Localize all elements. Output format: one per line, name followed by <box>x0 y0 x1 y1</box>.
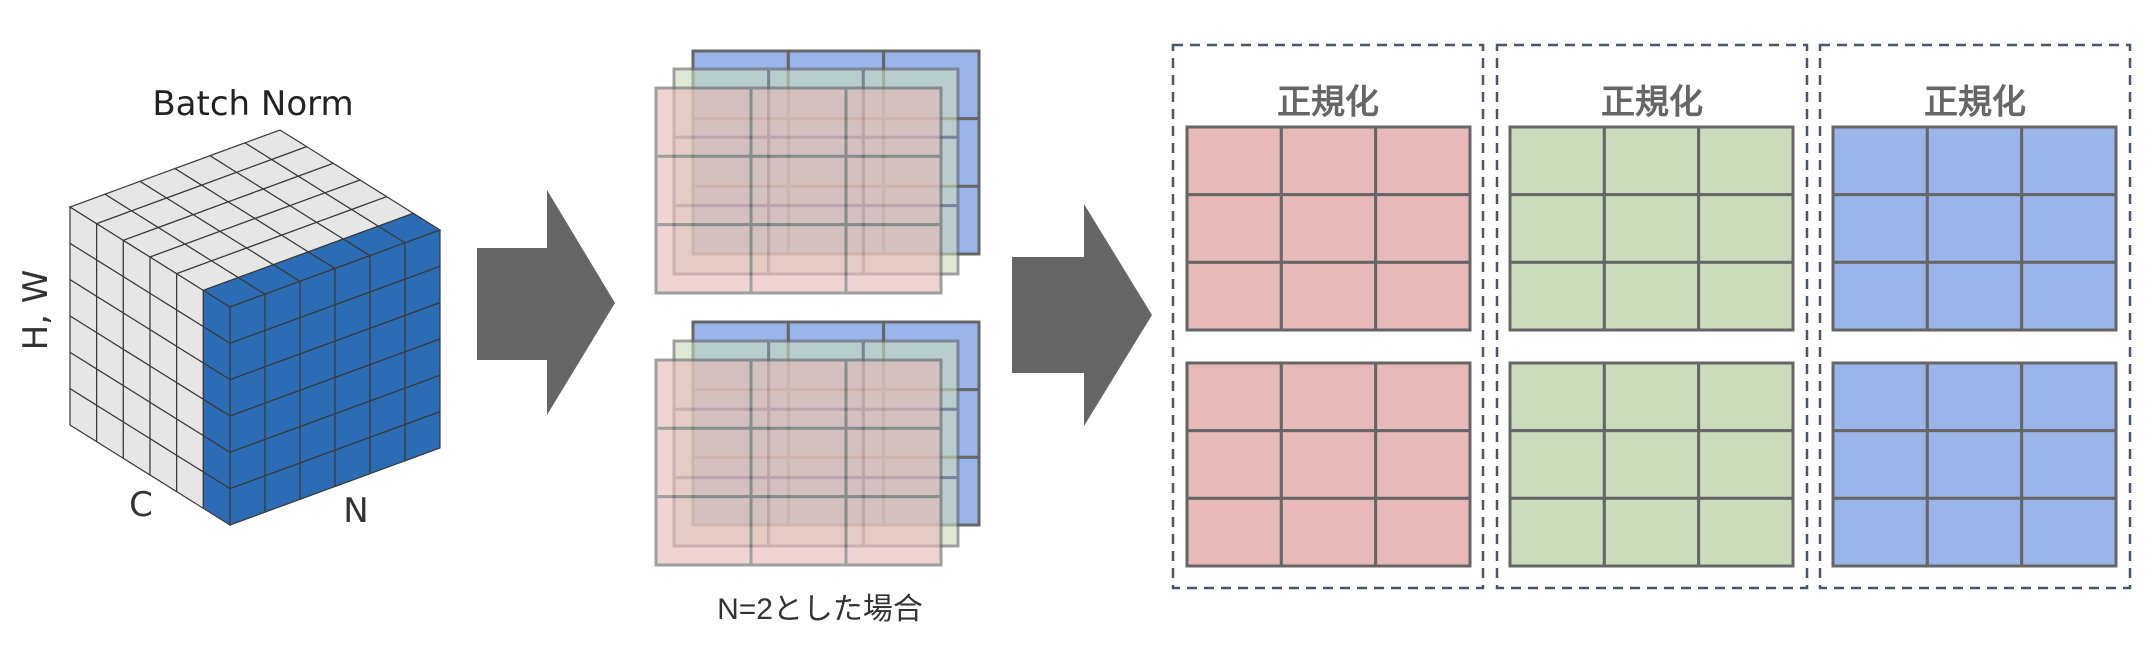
grid-cell <box>844 358 943 430</box>
grid-cell <box>654 495 753 567</box>
grid-cell <box>1374 496 1472 568</box>
grid-cell <box>1508 260 1606 332</box>
grid-cell <box>1602 193 1701 264</box>
grid-cell <box>1831 429 1929 500</box>
grid-cell <box>749 154 848 227</box>
axis-label-c: C <box>129 485 153 525</box>
grid-cell <box>1374 260 1472 332</box>
grid-cell <box>1602 496 1701 568</box>
group-label-red: 正規化 <box>1277 82 1379 123</box>
group-label-blue: 正規化 <box>1924 82 2026 123</box>
grid-cell <box>1185 193 1283 264</box>
grid-cell <box>844 223 943 295</box>
grid-cell <box>1508 496 1606 568</box>
grid-cell <box>2020 125 2118 197</box>
grid-cell <box>1279 125 1378 197</box>
grid-cell <box>654 426 753 499</box>
grid-cell <box>1279 193 1378 264</box>
grid-cell <box>1697 429 1795 500</box>
grid-cell <box>654 154 753 227</box>
feature-map-red-1 <box>654 358 943 567</box>
grid-cell <box>1831 260 1929 332</box>
grid-cell <box>1831 125 1929 197</box>
grid-cell <box>749 495 848 567</box>
grid-cell <box>1697 193 1795 264</box>
grid-cell <box>1374 193 1472 264</box>
grid-cell <box>749 223 848 295</box>
grid-cell <box>2020 429 2118 500</box>
grid-cell <box>1602 125 1701 197</box>
grid-cell <box>1374 361 1472 433</box>
grid-cell <box>2020 361 2118 433</box>
grid-cell <box>1185 125 1283 197</box>
grid-cell <box>1697 496 1795 568</box>
grid-cell <box>749 86 848 158</box>
grid-cell <box>654 358 753 430</box>
batch-norm-cube <box>68 129 442 527</box>
grid-cell <box>1925 429 2024 500</box>
grid-cell <box>2020 496 2118 568</box>
grid-cell <box>1374 125 1472 197</box>
grid-cell <box>1602 260 1701 332</box>
group-label-green: 正規化 <box>1601 82 1703 123</box>
grid-cell <box>844 154 943 227</box>
grid-cell <box>1831 193 1929 264</box>
right-arrow-icon <box>477 190 615 415</box>
normalized-map-green <box>1508 125 1795 332</box>
grid-cell <box>1925 193 2024 264</box>
cube-cell-front <box>404 410 441 462</box>
grid-cell <box>1697 125 1795 197</box>
right-arrow-icon <box>1012 204 1152 426</box>
grid-cell <box>1697 361 1795 433</box>
feature-map-red-0 <box>654 86 943 295</box>
grid-cell <box>1185 361 1283 433</box>
normalization-group-blue <box>1818 43 2132 590</box>
grid-cell <box>2020 193 2118 264</box>
grid-cell <box>1374 429 1472 500</box>
normalized-map-blue <box>1831 125 2118 332</box>
grid-cell <box>1508 361 1606 433</box>
grid-cell <box>749 426 848 499</box>
grid-cell <box>1831 496 1929 568</box>
grid-cell <box>1185 429 1283 500</box>
grid-cell <box>1602 429 1701 500</box>
grid-cell <box>2020 260 2118 332</box>
stack-caption: N=2とした場合 <box>717 593 923 626</box>
normalization-group-green <box>1495 43 1809 590</box>
grid-cell <box>654 223 753 295</box>
grid-cell <box>1508 125 1606 197</box>
grid-cell <box>1925 496 2024 568</box>
normalized-map-blue <box>1831 361 2118 568</box>
normalized-map-green <box>1508 361 1795 568</box>
grid-cell <box>1279 361 1378 433</box>
grid-cell <box>1831 361 1929 433</box>
grid-cell <box>1925 260 2024 332</box>
grid-cell <box>1925 361 2024 433</box>
grid-cell <box>844 86 943 158</box>
grid-cell <box>749 358 848 430</box>
grid-cell <box>654 86 753 158</box>
normalized-map-red <box>1185 361 1472 568</box>
grid-cell <box>844 495 943 567</box>
grid-cell <box>1279 429 1378 500</box>
grid-cell <box>1508 429 1606 500</box>
grid-cell <box>1185 496 1283 568</box>
grid-cell <box>1279 260 1378 332</box>
normalization-group-red <box>1171 43 1485 590</box>
axis-label-hw: H, W <box>16 269 56 351</box>
axis-label-n: N <box>343 491 369 531</box>
grid-cell <box>1925 125 2024 197</box>
grid-cell <box>1602 361 1701 433</box>
grid-cell <box>1697 260 1795 332</box>
grid-cell <box>844 426 943 499</box>
cube-title: Batch Norm <box>152 84 354 124</box>
grid-cell <box>1508 193 1606 264</box>
grid-cell <box>1185 260 1283 332</box>
normalized-map-red <box>1185 125 1472 332</box>
grid-cell <box>1279 496 1378 568</box>
